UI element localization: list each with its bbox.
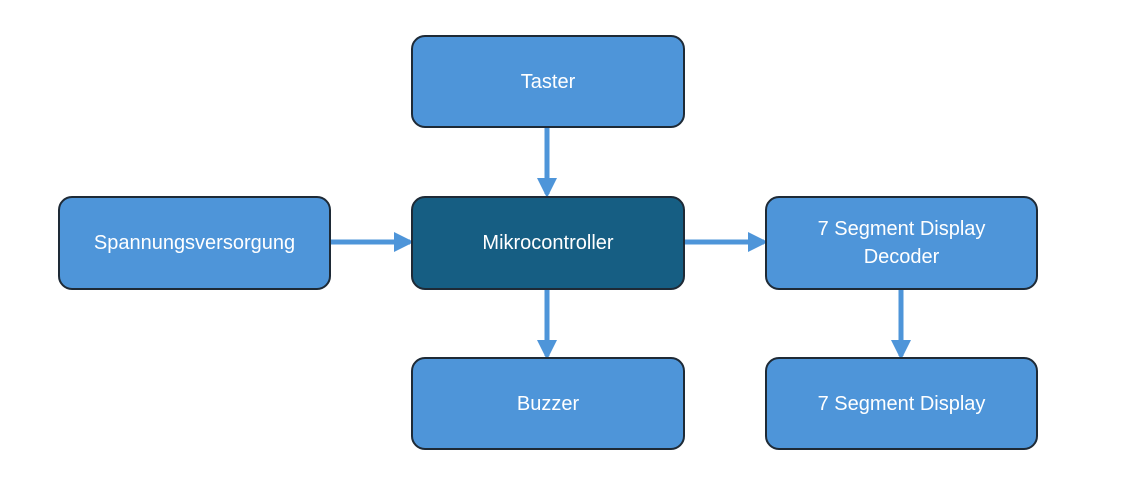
display-label: 7 Segment Display xyxy=(817,392,986,415)
spannungsversorgung-label: Spannungsversorgung xyxy=(93,232,296,254)
spannungsversorgung-block: Spannungsversorgung xyxy=(58,196,331,290)
buzzer-label: Buzzer xyxy=(516,392,580,415)
taster-block: Taster xyxy=(411,35,685,128)
display-block: 7 Segment Display xyxy=(765,357,1038,450)
mikrocontroller-block: Mikrocontroller xyxy=(411,196,685,290)
buzzer-block: Buzzer xyxy=(411,357,685,450)
mikrocontroller-label: Mikrocontroller xyxy=(482,232,614,254)
taster-label: Taster xyxy=(520,70,576,93)
decoder-label: 7 Segment Display Decoder xyxy=(817,218,986,268)
decoder-block: 7 Segment Display Decoder xyxy=(765,196,1038,290)
